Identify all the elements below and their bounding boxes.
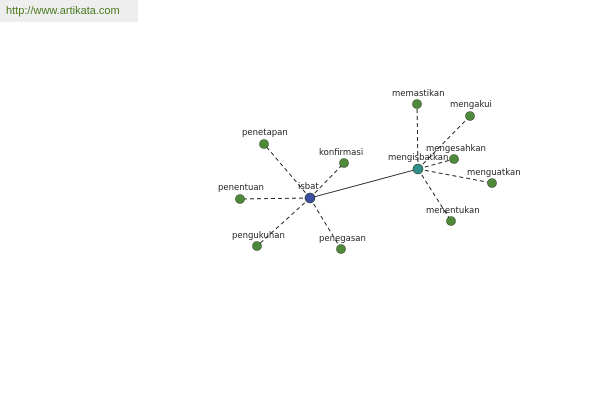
edge-isbat-penegasan xyxy=(309,197,342,250)
edge-mengisbatkan-menguatkan xyxy=(417,168,493,184)
edge-isbat-konfirmasi xyxy=(309,162,345,199)
edge-mengisbatkan-menentukan xyxy=(417,168,452,222)
source-bar: http://www.artikata.com xyxy=(0,0,138,22)
source-link[interactable]: http://www.artikata.com xyxy=(6,5,120,17)
node-label-penegasan[interactable]: penegasan xyxy=(319,234,366,244)
node-label-mengakui[interactable]: mengakui xyxy=(450,100,492,110)
edge-isbat-penentuan xyxy=(239,197,311,200)
graph-nodes xyxy=(235,99,497,254)
node-konfirmasi[interactable] xyxy=(339,158,349,168)
node-label-pengukuhan[interactable]: pengukuhan xyxy=(232,231,285,241)
node-menentukan[interactable] xyxy=(446,216,456,226)
node-label-penetapan[interactable]: penetapan xyxy=(242,128,288,138)
edge-isbat-mengisbatkan xyxy=(309,168,419,199)
node-penegasan[interactable] xyxy=(336,244,346,254)
node-menguatkan[interactable] xyxy=(487,178,497,188)
node-label-isbat[interactable]: isbat xyxy=(298,182,319,192)
edge-mengisbatkan-mengesahkan xyxy=(417,158,455,170)
node-mengisbatkan[interactable] xyxy=(412,163,424,175)
node-label-memastikan[interactable]: memastikan xyxy=(392,89,445,99)
node-label-menguatkan[interactable]: menguatkan xyxy=(467,168,521,178)
node-label-penentuan[interactable]: penentuan xyxy=(218,183,264,193)
node-label-konfirmasi[interactable]: konfirmasi xyxy=(319,148,363,158)
node-memastikan[interactable] xyxy=(412,99,422,109)
node-mengakui[interactable] xyxy=(465,111,475,121)
node-pengukuhan[interactable] xyxy=(252,241,262,251)
node-mengesahkan[interactable] xyxy=(449,154,459,164)
node-penetapan[interactable] xyxy=(259,139,269,149)
graph-edges xyxy=(239,103,493,250)
edge-mengisbatkan-mengakui xyxy=(417,115,471,170)
node-penentuan[interactable] xyxy=(235,194,245,204)
edge-isbat-penetapan xyxy=(263,143,311,199)
node-label-mengisbatkan[interactable]: mengisbatkan xyxy=(388,153,448,163)
edge-isbat-pengukuhan xyxy=(256,197,311,247)
node-label-menentukan[interactable]: menentukan xyxy=(426,206,480,216)
node-label-mengesahkan[interactable]: mengesahkan xyxy=(426,144,486,154)
node-isbat[interactable] xyxy=(304,192,316,204)
edge-mengisbatkan-memastikan xyxy=(416,103,419,170)
graph-labels: isbat mengisbatkan penetapan konfirmasi pene… xyxy=(218,89,521,244)
